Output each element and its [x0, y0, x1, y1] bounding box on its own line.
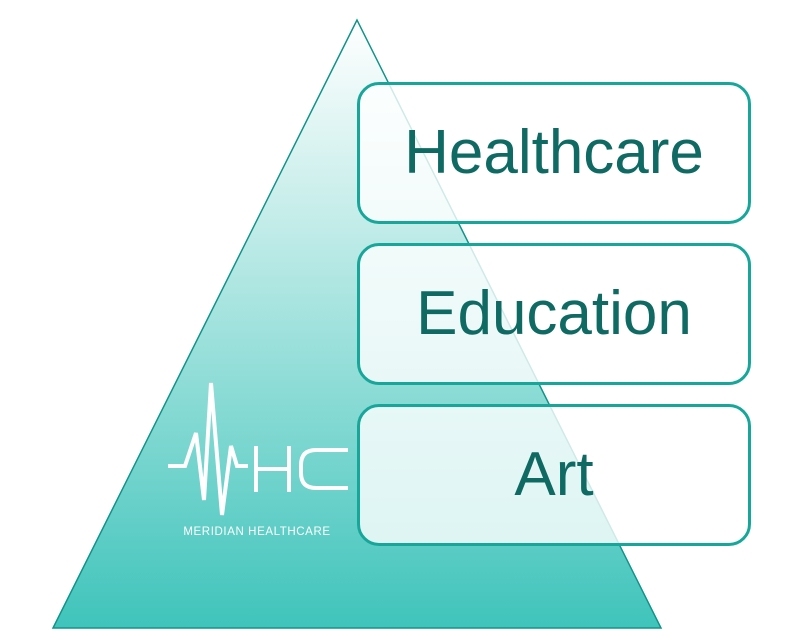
heartbeat-line — [168, 382, 248, 516]
tier-label-healthcare: Healthcare — [404, 118, 704, 187]
letter-h-mark — [254, 446, 291, 492]
tier-box-art: Art — [357, 404, 751, 546]
tier-label-art: Art — [514, 440, 594, 509]
tier-box-education: Education — [357, 243, 751, 385]
logo-tagline: MERIDIAN HEALTHCARE — [183, 526, 331, 538]
heartbeat-hc-logo-icon — [168, 382, 348, 516]
letter-c-mark — [299, 448, 348, 490]
tier-box-healthcare: Healthcare — [357, 82, 751, 224]
tier-label-education: Education — [416, 279, 692, 348]
